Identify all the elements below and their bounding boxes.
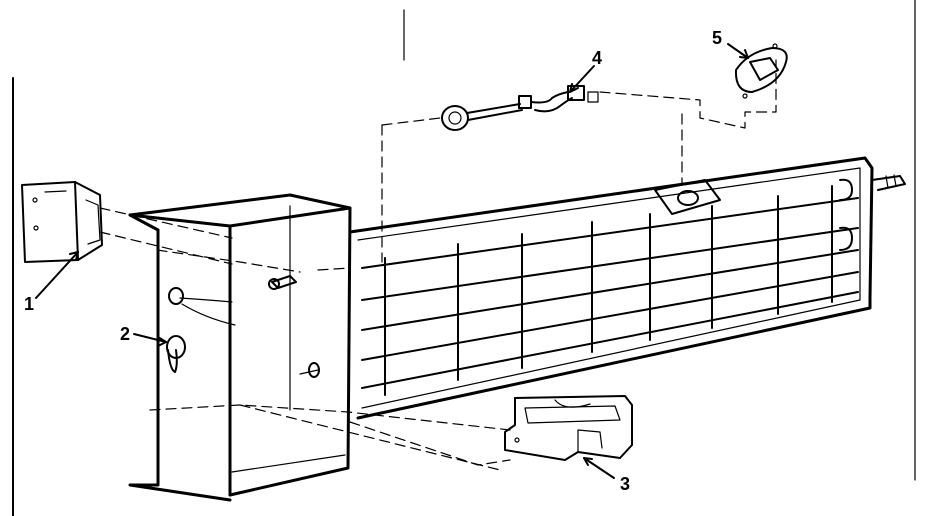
- leader-5: [727, 43, 749, 59]
- callout-3: 3: [620, 474, 630, 494]
- part-3-mounting-bracket: [504, 395, 633, 461]
- part-4-wire-harness: [441, 85, 599, 131]
- part-1-terminal-bracket: [21, 181, 103, 263]
- leader-4: [569, 65, 595, 93]
- callout-1: 1: [24, 294, 34, 314]
- control-box-housing: [128, 193, 352, 502]
- callout-5: 5: [712, 28, 722, 48]
- part-5-limit-switch: [734, 43, 788, 99]
- callout-4: 4: [592, 48, 602, 68]
- part-2-indicator-lamp: [166, 335, 186, 373]
- callout-2: 2: [120, 324, 130, 344]
- leader-2: [133, 333, 167, 343]
- heating-element-frame: [348, 156, 906, 420]
- leader-3: [583, 457, 615, 479]
- assembly-guide-lines: [99, 59, 777, 471]
- callout-leaders: [35, 43, 749, 479]
- leader-1: [35, 251, 79, 299]
